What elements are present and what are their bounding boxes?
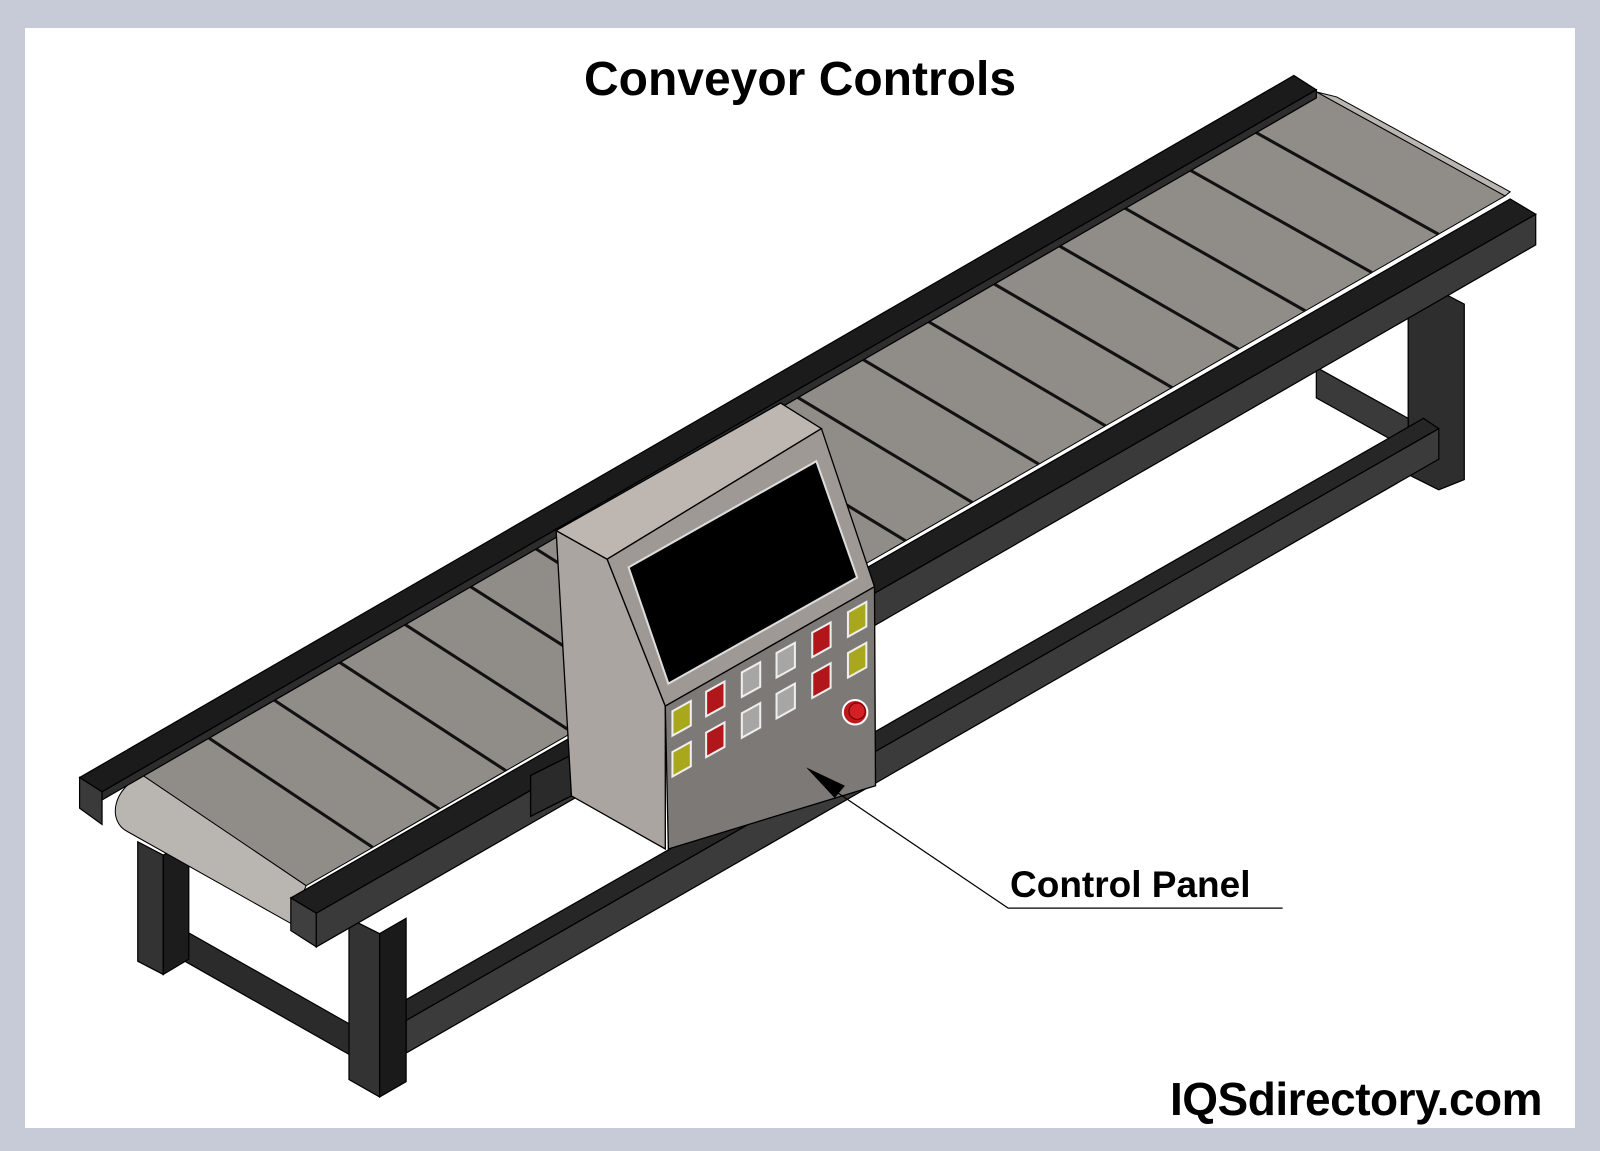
belt-slat xyxy=(1054,242,1240,351)
callout-leader xyxy=(806,767,1283,909)
panel-button-yellow[interactable] xyxy=(846,641,868,680)
emergency-stop-inner xyxy=(848,702,866,720)
belt-slat xyxy=(1185,166,1373,274)
belt-slat xyxy=(337,660,507,773)
panel-button-gray[interactable] xyxy=(775,641,796,680)
watermark: IQSdirectory.com xyxy=(1170,1073,1543,1125)
panel-button-gray[interactable] xyxy=(740,701,762,740)
front-left-leg-side xyxy=(378,917,407,1098)
control-panel-label: Control Panel xyxy=(1010,864,1251,905)
panel-button-red[interactable] xyxy=(705,679,726,719)
arrowhead-icon xyxy=(806,767,845,798)
panel-button-red[interactable] xyxy=(811,661,832,700)
panel-button-yellow[interactable] xyxy=(671,699,692,738)
belt-slat xyxy=(1250,128,1440,236)
belt-slat xyxy=(989,280,1173,389)
panel-button-yellow[interactable] xyxy=(846,600,868,639)
panel-button-gray[interactable] xyxy=(740,660,762,699)
back-left-leg xyxy=(137,840,164,976)
panel-button-gray[interactable] xyxy=(775,681,796,721)
end-roller-right xyxy=(1316,91,1512,197)
diagram-title: Conveyor Controls xyxy=(583,53,1017,106)
belt-slat xyxy=(793,394,974,504)
belt-slat xyxy=(1119,204,1307,313)
belt-slat xyxy=(272,698,441,811)
belt-slat xyxy=(924,318,1107,428)
belt-slat xyxy=(859,356,1040,466)
control-panel[interactable] xyxy=(529,402,877,851)
belt-slat xyxy=(402,622,574,734)
panel-buttons xyxy=(671,600,868,779)
panel-screen xyxy=(627,459,859,686)
front-left-leg xyxy=(348,917,381,1098)
belt-slat xyxy=(207,736,374,849)
panel-button-yellow[interactable] xyxy=(671,740,692,779)
panel-button-red[interactable] xyxy=(811,620,832,659)
panel-button-red[interactable] xyxy=(705,720,726,759)
conveyor-frame xyxy=(137,290,1465,1098)
